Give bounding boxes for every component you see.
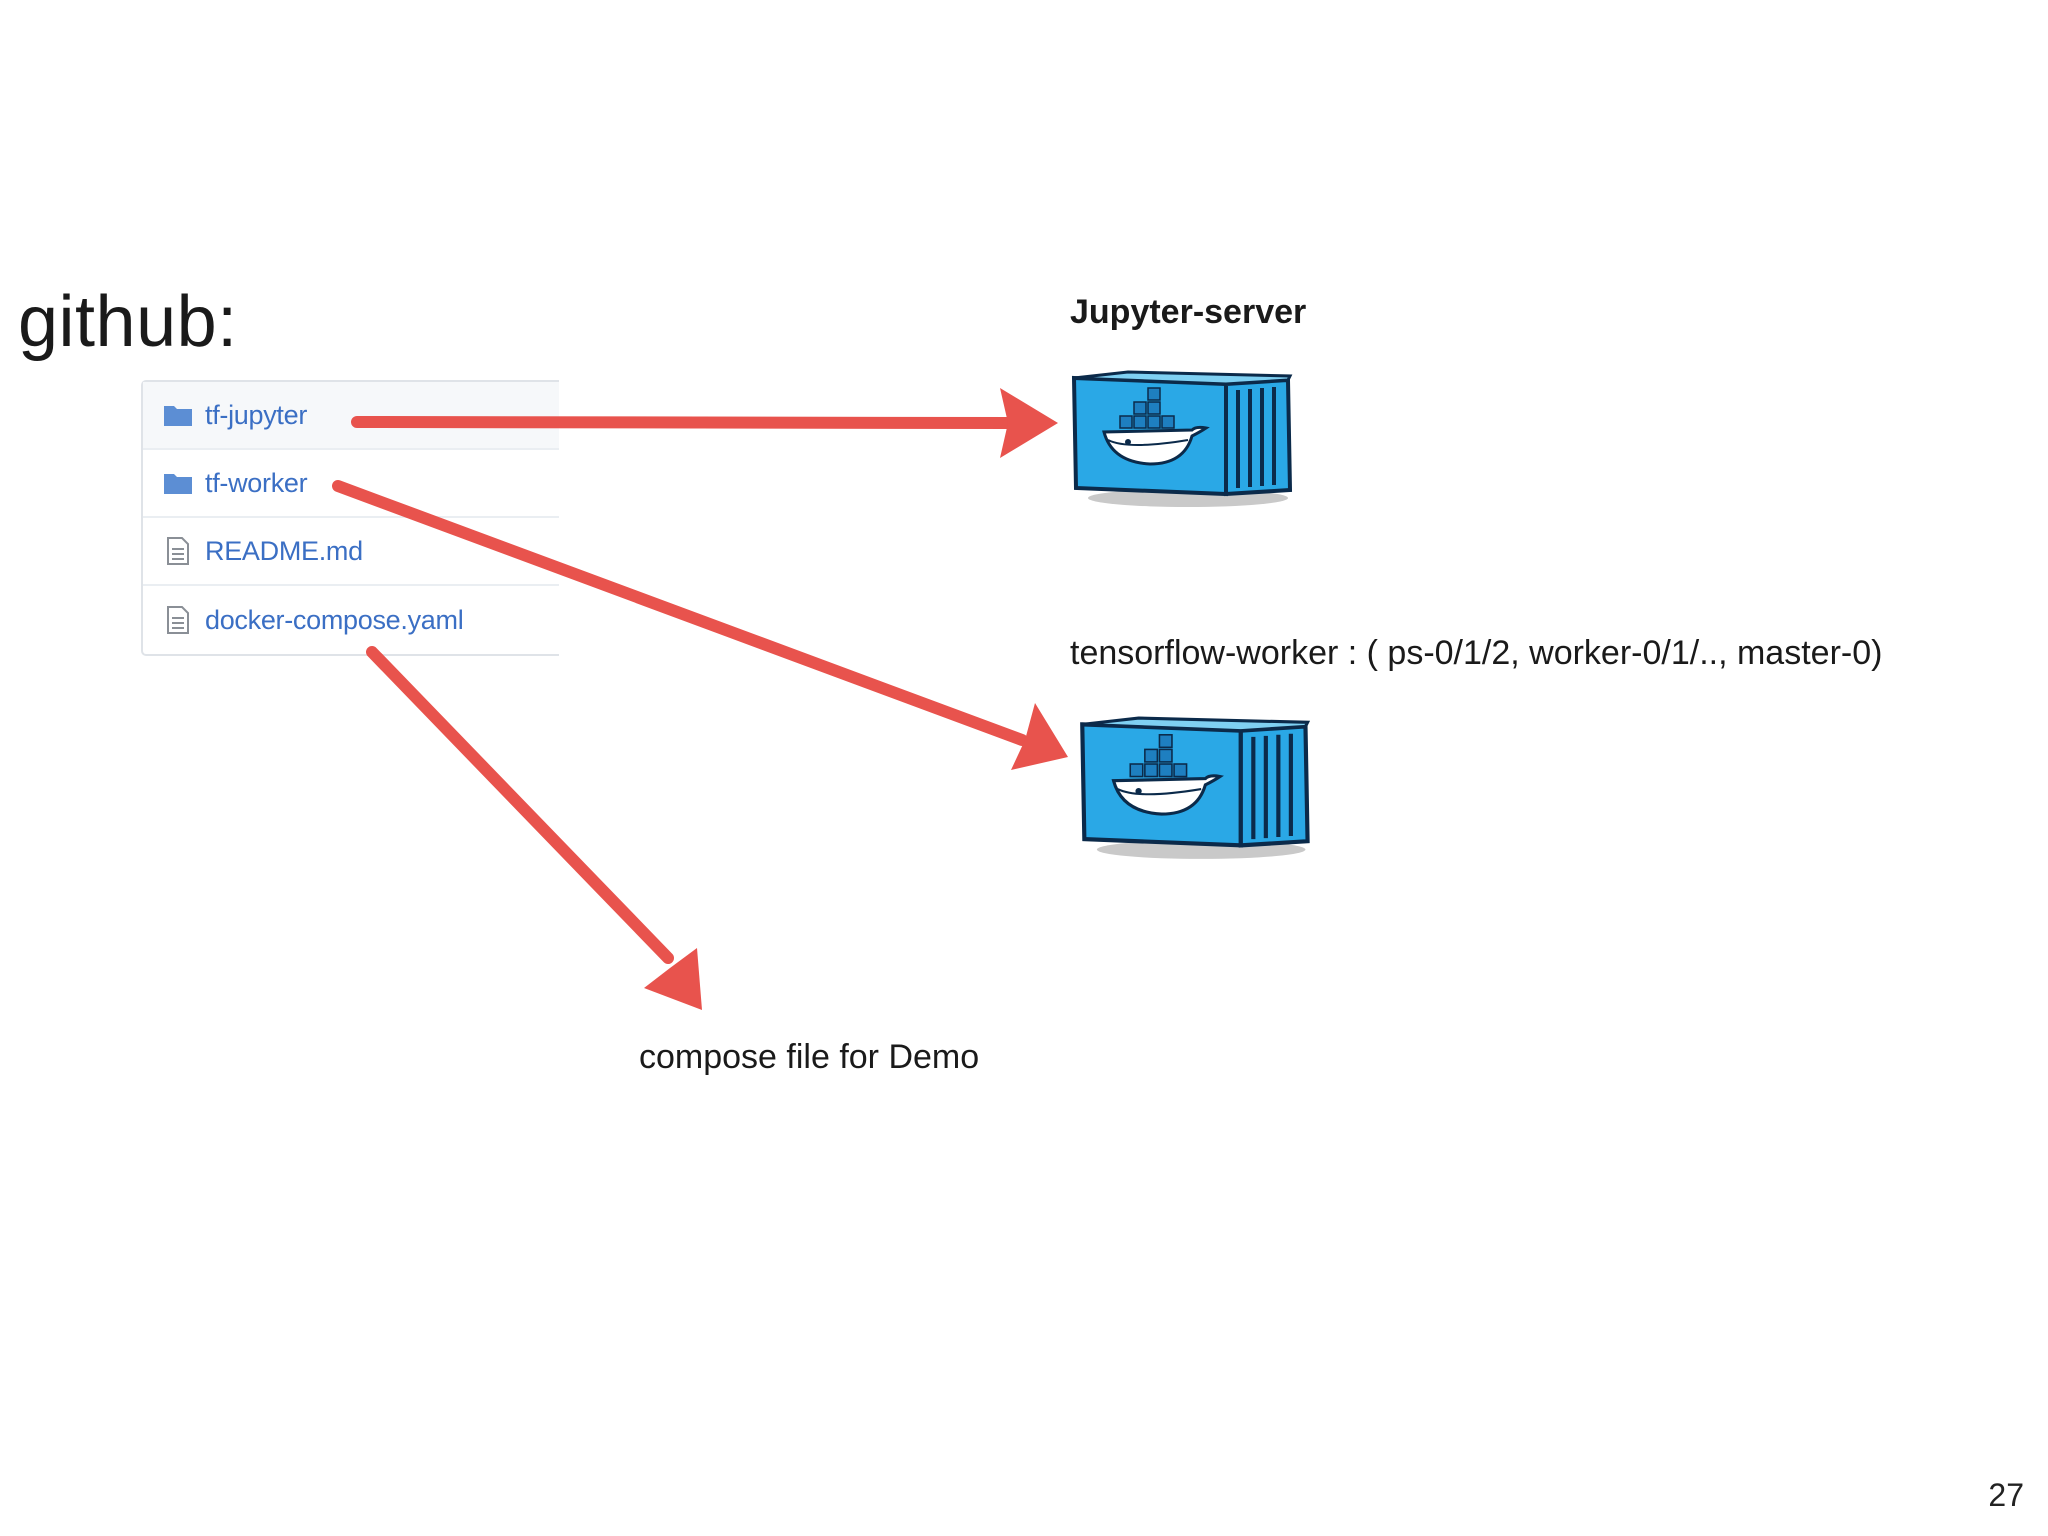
file-label: tf-worker: [205, 467, 308, 498]
file-label: tf-jupyter: [205, 399, 308, 430]
compose-file-label: compose file for Demo: [639, 1038, 980, 1076]
file-row-tf-jupyter[interactable]: tf-jupyter: [143, 382, 559, 450]
file-row-docker-compose[interactable]: docker-compose.yaml: [143, 586, 559, 654]
docker-container-icon: [1068, 370, 1300, 513]
tensorflow-worker-label: tensorflow-worker : ( ps-0/1/2, worker-0…: [1070, 634, 1883, 672]
file-icon: [163, 605, 193, 635]
slide-title: github:: [18, 282, 238, 362]
page-number: 27: [1988, 1477, 2024, 1513]
arrow-worker: [332, 480, 1068, 770]
file-label: README.md: [205, 535, 363, 566]
folder-icon: [163, 468, 193, 498]
arrow-jupyter: [351, 388, 1058, 458]
jupyter-server-label: Jupyter-server: [1070, 293, 1307, 331]
file-label: docker-compose.yaml: [205, 604, 464, 635]
file-icon: [163, 536, 193, 566]
docker-container-icon: [1076, 714, 1318, 867]
file-row-tf-worker[interactable]: tf-worker: [143, 450, 559, 518]
folder-icon: [163, 400, 193, 430]
file-row-readme[interactable]: README.md: [143, 518, 559, 586]
arrow-compose: [366, 646, 702, 1010]
